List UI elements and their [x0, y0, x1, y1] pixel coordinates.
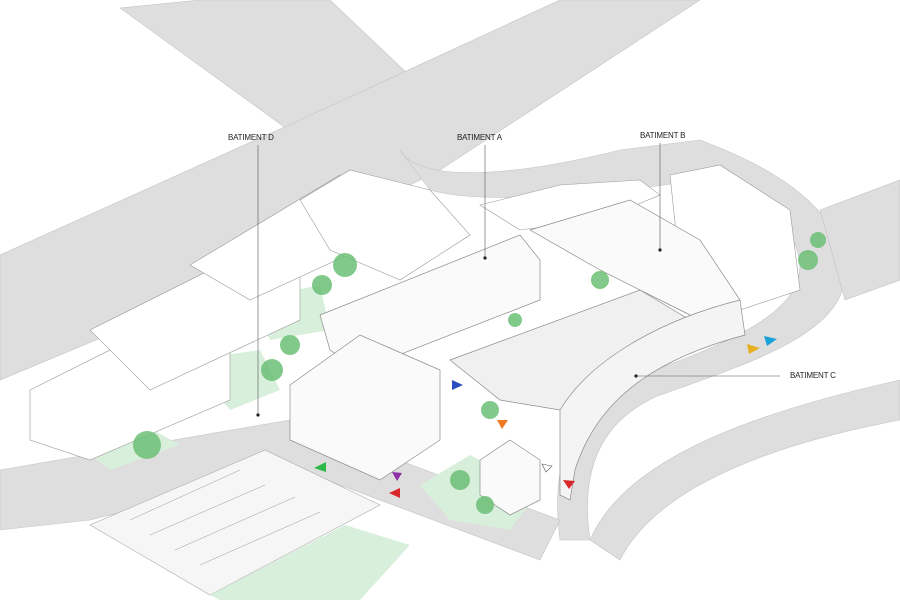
leader-lines — [257, 143, 780, 415]
label-batiment-b: BATIMENT B — [640, 131, 686, 140]
marker-green — [314, 462, 326, 472]
neighbouring-buildings — [29, 164, 801, 461]
tree-icon — [798, 250, 818, 270]
green-plaza — [210, 525, 410, 600]
tree-icon — [481, 401, 499, 419]
leader-dots — [256, 248, 662, 417]
marker-white — [541, 463, 553, 473]
parking-surface — [89, 449, 381, 596]
tree-icon — [476, 496, 494, 514]
tree-icon — [450, 470, 470, 490]
marker-yellow — [747, 344, 760, 354]
building-a — [319, 234, 541, 371]
marker-red-east — [563, 480, 575, 489]
tree-icon — [261, 359, 283, 381]
leader-dot — [634, 374, 638, 378]
label-batiment-c: BATIMENT C — [790, 371, 836, 380]
building-c — [559, 299, 746, 501]
parking-stall-lines — [129, 469, 321, 566]
marker-purple — [392, 472, 402, 481]
road-southeast — [589, 379, 900, 561]
tree-icon — [508, 313, 522, 327]
leader-dot — [483, 256, 487, 260]
parking-lot — [89, 449, 410, 600]
tree-icon — [280, 335, 300, 355]
tree-icon — [810, 232, 826, 248]
tree-icon — [133, 431, 161, 459]
marker-orange — [497, 420, 508, 429]
small-house — [479, 439, 541, 516]
tree-icon — [312, 275, 332, 295]
tree-icon — [333, 253, 357, 277]
leader-dot — [256, 413, 260, 417]
label-batiment-d: BATIMENT D — [228, 133, 274, 142]
marker-red-west — [389, 488, 400, 498]
entrance-markers — [314, 336, 777, 498]
project-buildings — [289, 199, 746, 516]
tree-icon — [591, 271, 609, 289]
road-east-exit — [819, 179, 900, 301]
leader-dot — [658, 248, 662, 252]
trees — [133, 232, 826, 514]
marker-cyan — [764, 336, 777, 346]
building-d — [289, 334, 441, 481]
neighbouring-building — [299, 169, 471, 281]
label-batiment-a: BATIMENT A — [457, 133, 502, 142]
marker-blue — [452, 380, 463, 390]
